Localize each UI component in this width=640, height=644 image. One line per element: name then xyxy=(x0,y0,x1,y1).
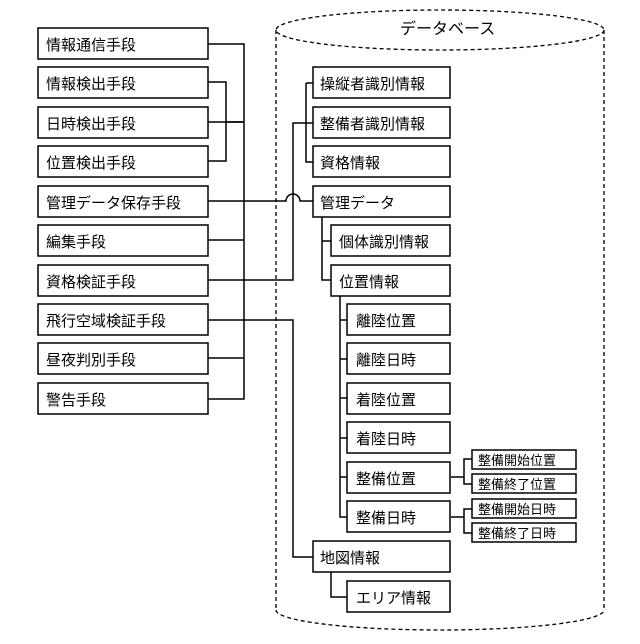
maintainer-id-label: 整備者識別情報 xyxy=(320,115,425,133)
maintenance-end-datetime-label: 整備終了日時 xyxy=(478,526,556,542)
database-label: データベース xyxy=(400,19,495,38)
means-label: 飛行空域検証手段 xyxy=(46,312,166,330)
maintenance-datetime-label: 整備日時 xyxy=(356,509,416,527)
operator-id-label: 操縦者識別情報 xyxy=(320,75,425,93)
means-label: 位置検出手段 xyxy=(46,154,136,172)
maint-dt-bracket xyxy=(464,509,472,533)
takeoff-position-label: 離陸位置 xyxy=(356,312,416,330)
maintenance-start-datetime-label: 整備開始日時 xyxy=(478,502,556,518)
management-tree xyxy=(322,216,331,280)
maint-pos-bracket xyxy=(464,459,472,484)
cylinder-bottom xyxy=(276,610,604,630)
means-label: 資格検証手段 xyxy=(46,273,136,291)
means-label: 管理データ保存手段 xyxy=(46,194,181,212)
qualification-info-tap xyxy=(306,123,313,162)
landing-position-label: 着陸位置 xyxy=(356,391,416,409)
means-label: 警告手段 xyxy=(46,391,106,409)
position-info-label: 位置情報 xyxy=(339,273,399,291)
means-label: 編集手段 xyxy=(46,233,106,251)
map-info-label: 地図情報 xyxy=(320,549,380,567)
maintenance-position-label: 整備位置 xyxy=(356,470,416,488)
map-tree xyxy=(331,571,347,597)
save-to-management-link xyxy=(208,194,313,201)
db-small-labels: 整備開始位置 整備終了位置 整備開始日時 整備終了日時 xyxy=(478,453,556,542)
means-label: 情報通信手段 xyxy=(46,36,136,54)
means-label: 情報検出手段 xyxy=(46,75,136,93)
means-label: 昼夜判別手段 xyxy=(46,351,136,369)
takeoff-datetime-label: 離陸日時 xyxy=(356,351,416,369)
maintenance-start-position-label: 整備開始位置 xyxy=(478,453,556,469)
landing-datetime-label: 着陸日時 xyxy=(356,430,416,448)
airspace-link xyxy=(208,320,313,557)
management-data-label: 管理データ xyxy=(320,194,395,212)
area-info-label: エリア情報 xyxy=(356,589,431,607)
means-label: 日時検出手段 xyxy=(46,115,136,133)
individual-id-label: 個体識別情報 xyxy=(339,233,429,251)
position-tree xyxy=(340,295,347,517)
qualification-label: 資格情報 xyxy=(320,154,380,172)
maintenance-end-position-label: 整備終了位置 xyxy=(478,477,556,493)
